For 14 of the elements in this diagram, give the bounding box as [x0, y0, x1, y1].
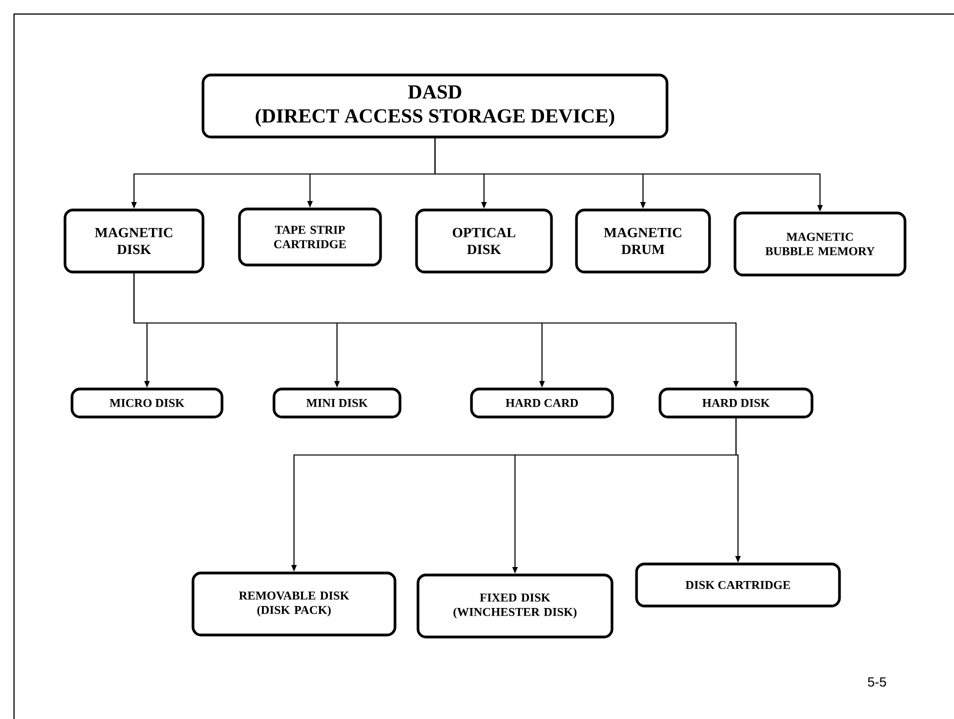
type-box: REMOVABLE DISK (DISK PACK) — [192, 572, 396, 636]
type-box: FIXED DISK (WINCHESTER DISK) — [416, 574, 614, 638]
type-box: DISK CARTRIDGE — [635, 562, 841, 608]
category-box: MAGNETIC BUBBLE MEMORY — [734, 212, 906, 276]
category-box: TAPE STRIP CARTRIDGE — [238, 208, 382, 266]
category-box: OPTICAL DISK — [415, 208, 553, 274]
type-box: MICRO DISK — [70, 388, 224, 418]
title-box: DASD (DIRECT ACCESS STORAGE DEVICE) — [202, 74, 668, 138]
type-box: HARD CARD — [470, 388, 614, 418]
category-box: MAGNETIC DISK — [64, 208, 204, 274]
type-box: HARD DISK — [658, 388, 814, 418]
category-box: MAGNETIC DRUM — [575, 208, 711, 274]
page-number: 5-5 — [868, 677, 886, 687]
type-box: MINI DISK — [272, 388, 402, 418]
